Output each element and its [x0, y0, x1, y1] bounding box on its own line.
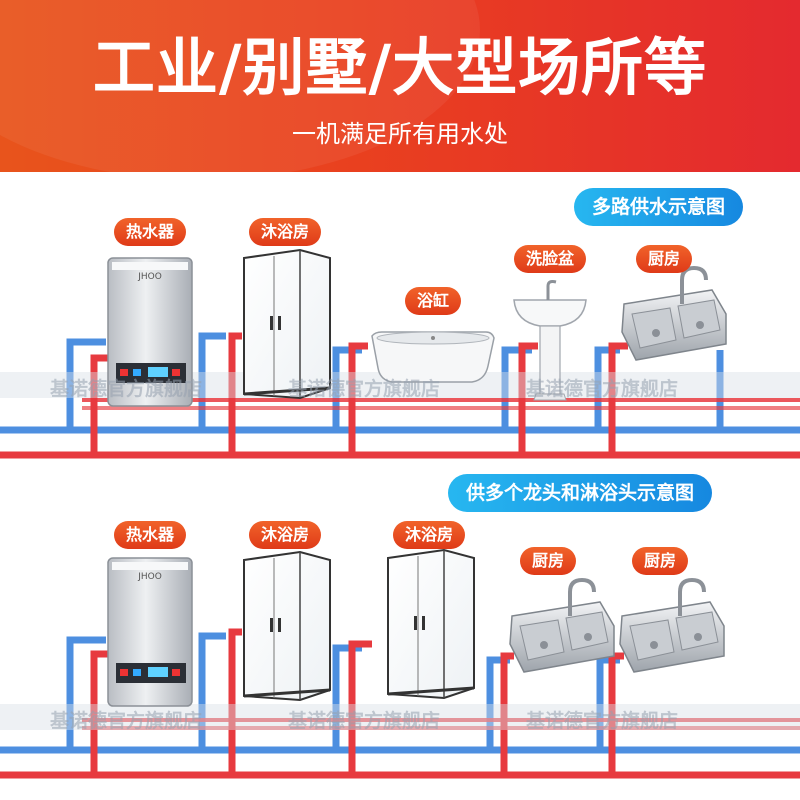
section2-tag: 供多个龙头和淋浴头示意图 — [448, 474, 713, 512]
label-basin: 洗脸盆 — [513, 245, 587, 273]
section1-cold-pipes — [0, 332, 800, 434]
label-heater: 热水器 — [113, 218, 187, 246]
label-shower: 沐浴房 — [248, 218, 322, 246]
watermark-5: 基诺德官方旗舰店 — [288, 710, 441, 732]
section2-kitchen-sink-1 — [509, 577, 615, 673]
label-kitchen: 厨房 — [635, 245, 693, 273]
watermark-1: 基诺德官方旗舰店 — [50, 378, 203, 400]
page-subtitle: 一机满足所有用水处 — [292, 120, 508, 148]
section1-shower-room — [243, 248, 331, 400]
watermark-2: 基诺德官方旗舰店 — [288, 378, 441, 400]
watermark-4: 基诺德官方旗舰店 — [50, 710, 203, 732]
label-shower-2b: 沐浴房 — [392, 521, 466, 549]
section1-hot-pipes — [0, 332, 800, 459]
section2-shower-room-1 — [243, 550, 331, 702]
heater-brand: JHOO — [137, 272, 162, 282]
section2-kitchen-sink-2 — [619, 577, 725, 673]
page-title: 工业/别墅/大型场所等 — [92, 31, 708, 104]
label-bathtub: 浴缸 — [404, 287, 462, 315]
heater-brand: JHOO — [137, 572, 162, 582]
section1-bathtub — [371, 331, 495, 383]
section1-tag: 多路供水示意图 — [574, 188, 744, 226]
watermark-3: 基诺德官方旗舰店 — [526, 378, 679, 400]
section2-watermark-band — [0, 704, 800, 730]
header-banner: 工业/别墅/大型场所等 一机满足所有用水处 — [0, 0, 800, 172]
section1-water-heater: JHOO — [107, 257, 193, 407]
section1-wash-basin — [513, 280, 587, 401]
label-kitchen-2a: 厨房 — [519, 547, 577, 575]
label-kitchen-2b: 厨房 — [631, 547, 689, 575]
label-shower-2a: 沐浴房 — [248, 521, 322, 549]
section2-water-heater: JHOO — [107, 557, 193, 707]
watermark-6: 基诺德官方旗舰店 — [526, 710, 679, 732]
label-heater-2: 热水器 — [113, 521, 187, 549]
section2-shower-room-2 — [387, 548, 475, 700]
section1-kitchen-sink — [621, 265, 727, 361]
